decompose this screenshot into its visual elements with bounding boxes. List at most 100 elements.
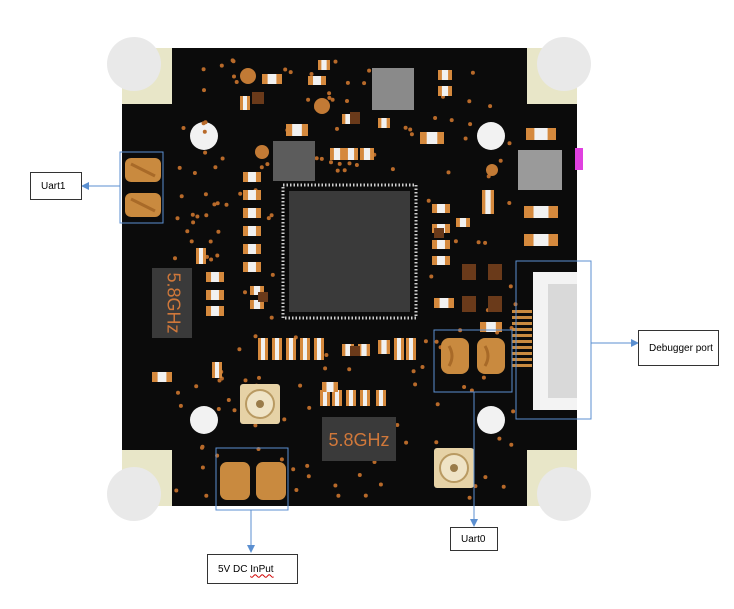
resistor [438, 70, 452, 80]
via [395, 423, 400, 427]
via [434, 440, 439, 445]
via [257, 375, 261, 380]
via [279, 457, 284, 462]
via [378, 482, 383, 487]
resistor [243, 244, 261, 254]
via [237, 347, 242, 352]
resistor [480, 322, 502, 332]
resistor [406, 338, 416, 360]
resistor [394, 338, 404, 360]
via [219, 63, 224, 68]
via [403, 125, 408, 130]
resistor-end [265, 338, 268, 360]
resistor-end [353, 390, 356, 406]
resistor [524, 206, 558, 218]
resistor-end [255, 262, 261, 272]
uart0-frame [433, 329, 513, 393]
resistor-body [250, 300, 264, 309]
via [488, 104, 493, 109]
resistor-body [240, 96, 250, 110]
resistor-body [378, 118, 390, 128]
via [511, 409, 516, 414]
via [390, 167, 395, 172]
dc-input-pads [220, 462, 286, 500]
resistor-end [330, 148, 334, 160]
via [253, 423, 258, 428]
via [177, 165, 182, 170]
resistor-end [466, 218, 470, 227]
ufl-connector-left [240, 384, 280, 424]
resistor [286, 124, 308, 136]
via [342, 168, 347, 173]
resistor [524, 234, 558, 246]
via [347, 367, 352, 372]
via [462, 385, 467, 389]
resistor-end [344, 148, 348, 160]
resistor-body [432, 240, 450, 249]
resistor-end [322, 382, 327, 392]
resistor-body [456, 218, 470, 227]
resistor-end [524, 206, 534, 218]
via [470, 70, 475, 75]
via [195, 214, 200, 219]
resistor-end [206, 272, 212, 282]
via [234, 80, 239, 84]
resistor-end [243, 244, 249, 254]
resistor [332, 390, 342, 406]
resistor [318, 60, 330, 70]
resistor [206, 306, 224, 316]
via [270, 272, 275, 277]
via [226, 398, 231, 402]
resistor [250, 300, 264, 309]
resistor [360, 148, 374, 160]
resistor-body [300, 338, 310, 360]
resistor [243, 190, 261, 200]
resistor-end [247, 96, 250, 110]
resistor-body [243, 208, 261, 218]
resistor-end [444, 240, 450, 249]
via [335, 168, 340, 173]
via [204, 493, 209, 498]
debugger-pin [512, 316, 532, 319]
resistor-end [480, 322, 487, 332]
via [509, 442, 514, 447]
via [435, 402, 440, 407]
resistor-end [255, 226, 261, 236]
uart0-label: Uart0 [461, 533, 486, 545]
resistor-end [482, 190, 486, 214]
resistor-end [444, 204, 450, 213]
resistor-end [333, 382, 338, 392]
resistor-end [321, 338, 324, 360]
resistor [243, 172, 261, 182]
via [327, 91, 332, 96]
debugger-frame [515, 260, 592, 420]
resistor-end [360, 390, 363, 406]
via [288, 70, 293, 75]
resistor [212, 362, 222, 378]
resistor-body [434, 298, 454, 308]
via [498, 158, 503, 163]
via [319, 156, 324, 161]
resistor-body [206, 306, 224, 316]
resistor [420, 132, 444, 144]
via [259, 165, 264, 170]
resistor-body [196, 248, 206, 264]
resistor-end [386, 340, 390, 354]
via [411, 369, 416, 374]
resistor-body [438, 70, 452, 80]
via [204, 213, 209, 218]
via [333, 483, 338, 488]
via [282, 417, 287, 422]
component [462, 264, 476, 280]
dc-input-label-word: InPut [250, 563, 274, 575]
resistor [250, 286, 264, 295]
resistor-body [286, 338, 296, 360]
resistor [196, 248, 206, 264]
uart0-pads [441, 338, 505, 374]
resistor-end [547, 128, 556, 140]
resistor-end [456, 218, 460, 227]
resistor-end [366, 344, 370, 356]
resistor [456, 218, 470, 227]
resistor [376, 390, 386, 406]
